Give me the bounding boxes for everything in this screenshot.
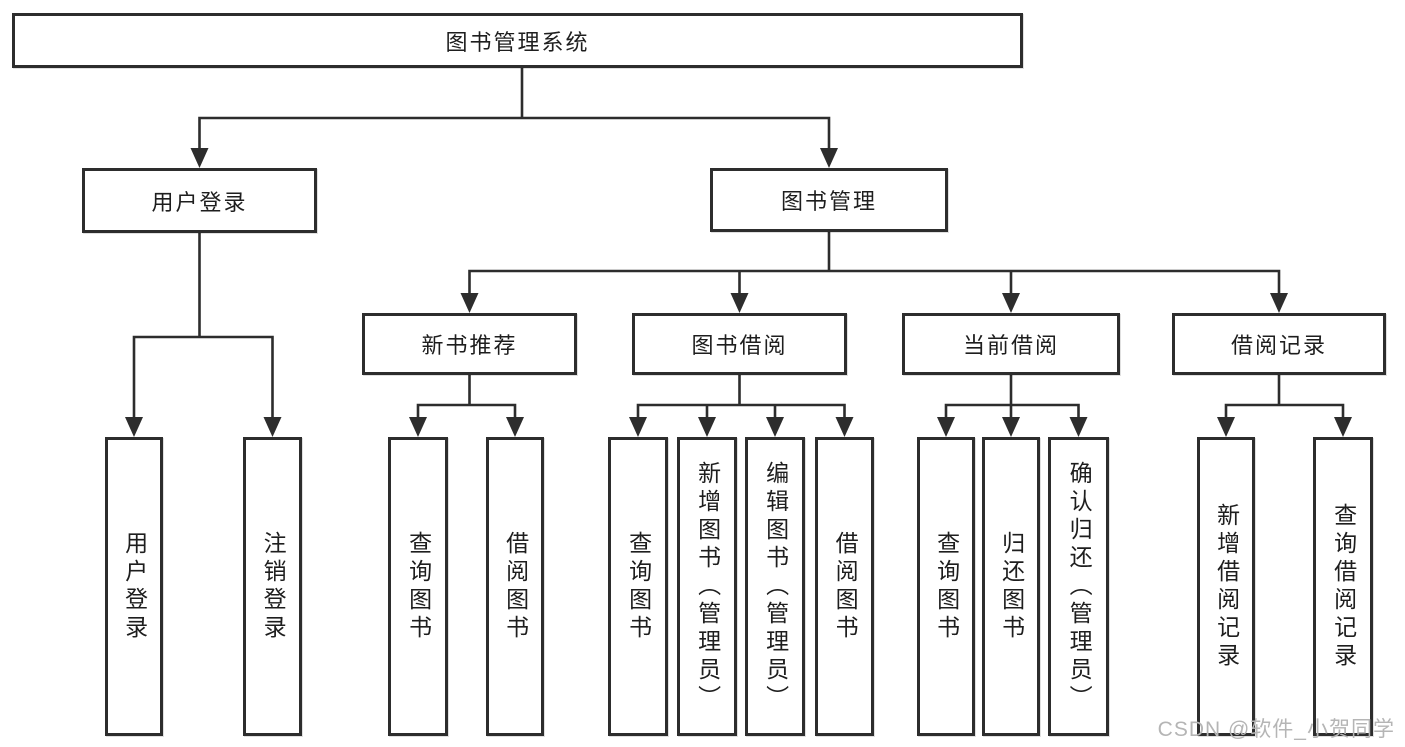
arrow-down-icon — [1217, 417, 1235, 437]
leaf-logout: 注销登录 — [243, 437, 302, 736]
node-book-management: 图书管理 — [710, 168, 948, 232]
node-book-management-system: 图书管理系统 — [12, 13, 1023, 68]
node-label: 确认归还（管理员） — [1066, 460, 1093, 713]
leaf-add-borrow-record: 新增借阅记录 — [1197, 437, 1255, 736]
leaf-user-login: 用户登录 — [105, 437, 163, 736]
arrow-down-icon — [1334, 417, 1352, 437]
node-user-login: 用户登录 — [82, 168, 317, 233]
node-label: 新书推荐 — [421, 333, 518, 358]
arrow-down-icon — [125, 417, 143, 437]
arrow-down-icon — [937, 417, 955, 437]
arrow-down-icon — [1002, 293, 1020, 313]
node-label: 图书管理 — [780, 189, 877, 214]
leaf-borrow-books: 借阅图书 — [486, 437, 544, 736]
connector-line — [198, 66, 831, 153]
arrow-down-icon — [1270, 293, 1288, 313]
leaf-return-books: 归还图书 — [982, 437, 1040, 736]
connector-line — [636, 373, 846, 422]
connector-line — [416, 373, 517, 422]
arrow-down-icon — [835, 417, 854, 437]
arrow-down-icon — [460, 293, 479, 313]
node-label: 注销登录 — [260, 530, 287, 643]
arrow-down-icon — [263, 417, 282, 437]
connector-line — [132, 231, 274, 422]
node-label: 用户登录 — [151, 189, 248, 215]
arrow-down-icon — [190, 148, 209, 168]
node-current-borrowing: 当前借阅 — [902, 313, 1120, 375]
arrow-down-icon — [820, 148, 838, 168]
leaf-query-books: 查询图书 — [388, 437, 448, 736]
arrow-down-icon — [766, 417, 784, 437]
node-label: 查询图书 — [933, 530, 960, 643]
node-label: 编辑图书（管理员） — [762, 460, 789, 713]
node-label: 查询借阅记录 — [1330, 502, 1357, 671]
node-new-book-recommend: 新书推荐 — [362, 313, 577, 375]
leaf-query-books: 查询图书 — [917, 437, 975, 736]
node-label: 图书管理系统 — [445, 29, 590, 55]
arrow-down-icon — [506, 417, 524, 437]
arrow-down-icon — [1002, 417, 1020, 437]
node-label: 当前借阅 — [962, 333, 1059, 358]
node-label: 新增图书（管理员） — [694, 460, 721, 713]
watermark: CSDN @软件_小贺同学 — [1157, 718, 1395, 741]
leaf-add-book-admin: 新增图书（管理员） — [677, 437, 737, 736]
leaf-confirm-return-admin: 确认归还（管理员） — [1048, 437, 1109, 736]
arrow-down-icon — [730, 293, 749, 313]
node-label: 查询图书 — [625, 530, 652, 643]
arrow-down-icon — [629, 417, 647, 437]
leaf-edit-book-admin: 编辑图书（管理员） — [745, 437, 805, 736]
connector-line — [468, 230, 1281, 298]
leaf-borrow-books: 借阅图书 — [815, 437, 874, 736]
arrow-down-icon — [698, 417, 716, 437]
connector-line — [1224, 373, 1345, 422]
node-label: 归还图书 — [998, 530, 1025, 643]
node-label: 借阅记录 — [1230, 333, 1327, 358]
connector-line — [944, 373, 1080, 422]
leaf-query-books: 查询图书 — [608, 437, 668, 736]
node-label: 查询图书 — [405, 530, 432, 643]
leaf-query-borrow-record: 查询借阅记录 — [1313, 437, 1373, 736]
node-label: 借阅图书 — [502, 530, 529, 643]
node-book-borrowing: 图书借阅 — [632, 313, 847, 375]
node-borrowing-records: 借阅记录 — [1172, 313, 1386, 375]
arrow-down-icon — [409, 417, 427, 437]
node-label: 借阅图书 — [832, 530, 859, 643]
node-label: 新增借阅记录 — [1213, 502, 1240, 671]
node-label: 用户登录 — [121, 530, 148, 643]
arrow-down-icon — [1069, 417, 1088, 437]
node-label: 图书借阅 — [691, 333, 788, 358]
